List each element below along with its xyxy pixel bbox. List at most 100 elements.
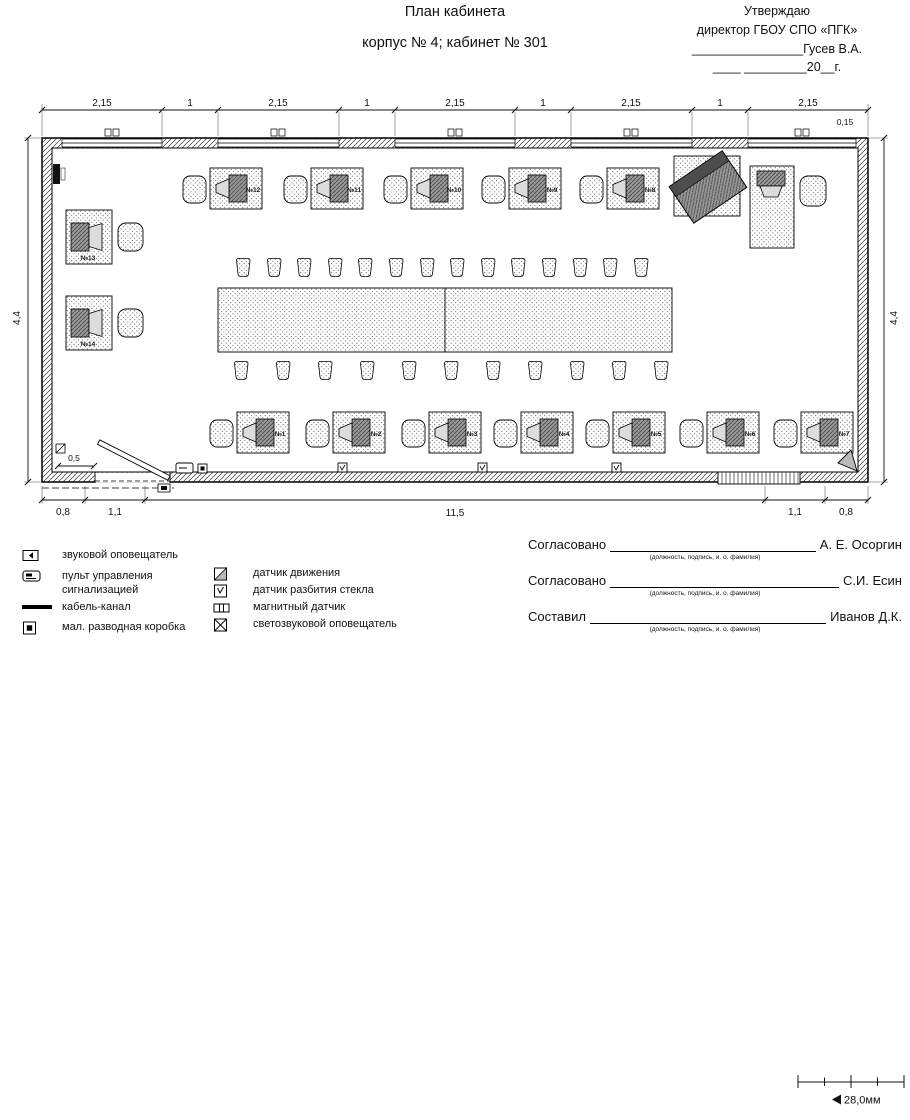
window-sensor-icons (104, 128, 810, 137)
dim-label: 11,5 (446, 508, 465, 519)
legend-label: датчик движения (253, 567, 341, 579)
ws-label: №1 (275, 431, 286, 438)
legend-label: датчик разбития стекла (253, 584, 374, 596)
ws-label: №13 (81, 255, 96, 262)
dim-label: 1 (364, 98, 370, 109)
dim-label: 0,8 (839, 507, 853, 518)
scale-arrow-icon (832, 1094, 841, 1105)
approval-line2: директор ГБОУ СПО «ПГК» (696, 22, 858, 37)
signature-label: Согласовано (528, 537, 607, 552)
legend-label: звуковой оповещатель (62, 549, 179, 561)
dimension-left: 4,4 (12, 134, 42, 486)
approval-block: Утверждаю директор ГБОУ СПО «ПГК» ______… (648, 2, 906, 77)
dim-label: 2,15 (445, 98, 465, 109)
signature-name: С.И. Есин (842, 573, 902, 588)
signature-line (610, 573, 839, 588)
signature-block: Согласовано А. Е. Осоргин (должность, по… (528, 537, 902, 645)
legend-label: кабель-канал (62, 601, 131, 613)
windows (61, 128, 857, 148)
dimension-bottom: 0,8 1,1 11,5 1,1 0,8 (38, 486, 872, 519)
workstations-bottom: №1 №2 №3 №4 №5 №6 №7 (209, 411, 854, 454)
signature-label: Составил (528, 609, 586, 624)
legend-label: светозвуковой оповещатель (253, 618, 397, 630)
scale-bar: 28,0мм (797, 1075, 905, 1107)
sound-annunciator-symbol (53, 164, 60, 184)
dim-label: 1,1 (108, 507, 122, 518)
dim-label: 0,5 (68, 453, 80, 463)
scale-label: 28,0мм (844, 1095, 881, 1107)
signature-row: Согласовано С.И. Есин (528, 573, 902, 588)
ws-label: №3 (467, 431, 478, 438)
ws-label: №10 (447, 187, 462, 194)
signature-row: Согласовано А. Е. Осоргин (528, 537, 902, 552)
approval-signature: ________________Гусев В.А. (691, 41, 863, 56)
ws-label: №4 (559, 431, 570, 438)
ws-label: №8 (645, 187, 656, 194)
radiator (717, 471, 801, 485)
legend-label: пульт управления сигнализацией (62, 570, 153, 597)
ws-label: №2 (371, 431, 382, 438)
ws-label: №6 (745, 431, 756, 438)
motion-sensor-icon (213, 567, 245, 581)
legend-item-junction-box: мал. разводная коробка (22, 621, 185, 635)
room-walls (41, 137, 869, 483)
signature-line (610, 537, 816, 552)
sound-annunciator-icon (22, 549, 54, 562)
legend-item-control-panel: пульт управления сигнализацией (22, 569, 153, 598)
page-title: План кабинета (404, 4, 506, 20)
light-sound-annunciator-icon (213, 618, 245, 632)
glass-break-sensor-icon (213, 584, 245, 598)
teacher-workstation (749, 165, 827, 249)
junction-box-icon (22, 621, 54, 635)
alarm-devices (53, 164, 858, 493)
dim-label: 1 (717, 98, 723, 109)
dim-label: 1 (187, 98, 193, 109)
signature-name: А. Е. Осоргин (819, 537, 902, 552)
ws-label: №9 (547, 187, 558, 194)
dim-label: 4,4 (12, 311, 23, 325)
dimension-door: 0,5 (54, 453, 98, 470)
approval-line1: Утверждаю (743, 4, 811, 18)
dimension-right: 4,4 (868, 134, 900, 486)
dim-label: 2,15 (92, 98, 112, 109)
dim-label: 0,15 (837, 117, 854, 127)
motion-sensor-symbol (837, 449, 858, 472)
stools-bottom-row (234, 361, 669, 380)
title-block: План кабинета корпус № 4; кабинет № 301 (295, 4, 615, 51)
legend-item-cable-channel: кабель-канал (22, 601, 131, 613)
dim-label: 4,4 (889, 311, 900, 325)
legend-item-light-sound-annunciator: светозвуковой оповещатель (213, 618, 397, 632)
workstations-left: №13 №14 (65, 209, 144, 351)
dim-label: 1 (540, 98, 546, 109)
dim-label: 2,15 (798, 98, 818, 109)
signature-line (589, 609, 827, 624)
legend-item-magnetic-sensor: магнитный датчик (213, 601, 345, 615)
magnetic-sensor-icon (213, 601, 245, 615)
ws-label: №11 (347, 187, 362, 194)
signature-label: Согласовано (528, 573, 607, 588)
cable-channel-icon (22, 601, 54, 609)
floor-plan: №12 №11 №10 №9 №8 №1 №2 №3 №4 №5 №6 №7 №… (12, 98, 900, 519)
ws-label: №14 (81, 341, 96, 348)
dim-label: 2,15 (621, 98, 641, 109)
control-panel-icon (22, 569, 54, 583)
center-table (217, 287, 673, 353)
signature-note: (должность, подпись, и. о. фамилия) (649, 626, 761, 633)
stools-top-row (236, 258, 649, 277)
legend-item-motion-sensor: датчик движения (213, 567, 340, 581)
workstations-top: №12 №11 №10 №9 №8 (182, 167, 660, 210)
ws-label: №7 (839, 431, 850, 438)
legend-label: магнитный датчик (253, 601, 346, 613)
legend-item-sound-annunciator: звуковой оповещатель (22, 549, 178, 562)
approval-date: ____ _________20__г. (712, 60, 842, 75)
ws-label: №12 (246, 187, 261, 194)
signature-note: (должность, подпись, и. о. фамилия) (649, 590, 761, 597)
dim-label: 1,1 (788, 507, 802, 518)
door (42, 439, 174, 489)
legend-item-glass-break-sensor: датчик разбития стекла (213, 584, 374, 598)
glass-break-sensor-symbols (337, 462, 622, 473)
ws-label: №5 (651, 431, 662, 438)
equipment-table (668, 150, 748, 224)
dim-label: 0,8 (56, 507, 70, 518)
